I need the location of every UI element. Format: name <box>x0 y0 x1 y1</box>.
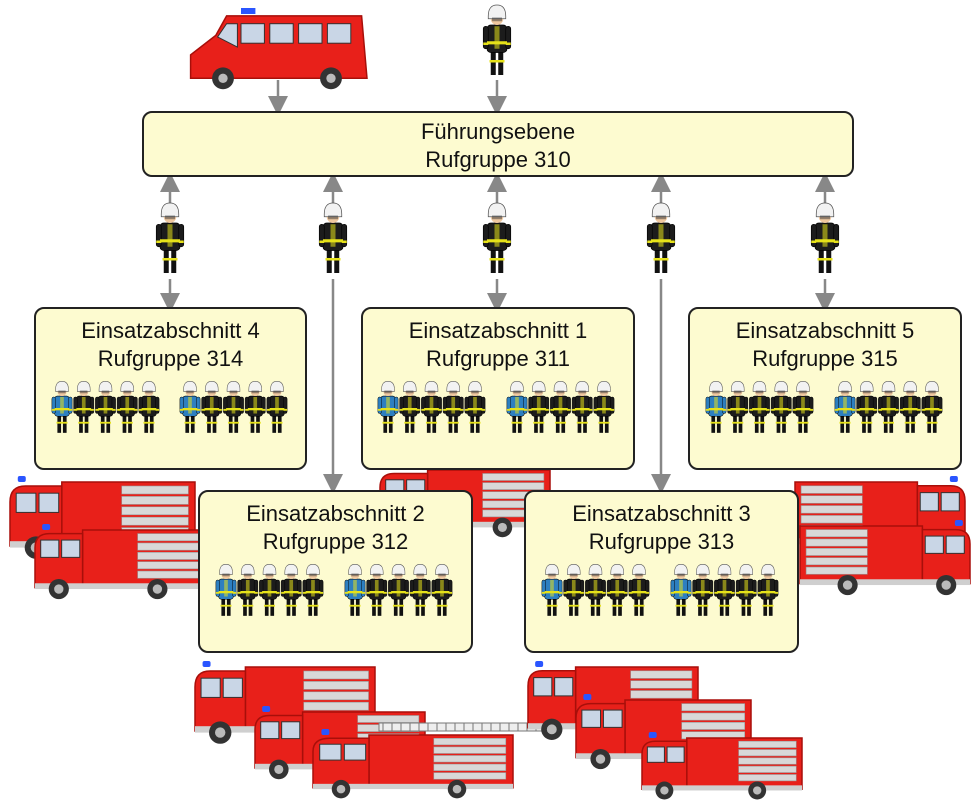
fire-truck-icon <box>34 524 206 600</box>
section-box-1: Einsatzabschnitt 1 Rufgruppe 311 <box>361 307 635 470</box>
section-title: Einsatzabschnitt 4 <box>81 318 260 343</box>
fire-truck-icon <box>799 520 971 596</box>
section-title: Einsatzabschnitt 3 <box>572 501 751 526</box>
firefighter-icon <box>646 202 676 273</box>
firefighter-icon <box>810 202 840 273</box>
section-channel: Rufgruppe 314 <box>97 346 244 371</box>
section-channel: Rufgruppe 311 <box>426 346 570 371</box>
command-level-channel: Rufgruppe 310 <box>425 147 571 172</box>
command-level-title: Führungsebene <box>420 119 576 144</box>
firefighter-icon <box>482 4 512 75</box>
section-channel: Rufgruppe 313 <box>588 529 735 554</box>
section-title: Einsatzabschnitt 1 <box>408 318 588 343</box>
command-van-icon <box>189 8 368 90</box>
section-channel: Rufgruppe 315 <box>752 346 898 371</box>
section-title: Einsatzabschnitt 2 <box>246 501 425 526</box>
section-box-3: Einsatzabschnitt 3 Rufgruppe 313 <box>524 490 799 653</box>
section-title: Einsatzabschnitt 5 <box>735 318 915 343</box>
section-channel: Rufgruppe 312 <box>262 529 409 554</box>
section-box-4: Einsatzabschnitt 4 Rufgruppe 314 <box>34 307 307 470</box>
section-box-5: Einsatzabschnitt 5 Rufgruppe 315 <box>688 307 962 470</box>
section-box-2: Einsatzabschnitt 2 Rufgruppe 312 <box>198 490 473 653</box>
firefighter-icon <box>318 202 348 273</box>
firefighter-icon <box>482 202 512 273</box>
firefighter-icon <box>155 202 185 273</box>
command-level-box: Führungsebene Rufgruppe 310 <box>142 111 854 177</box>
